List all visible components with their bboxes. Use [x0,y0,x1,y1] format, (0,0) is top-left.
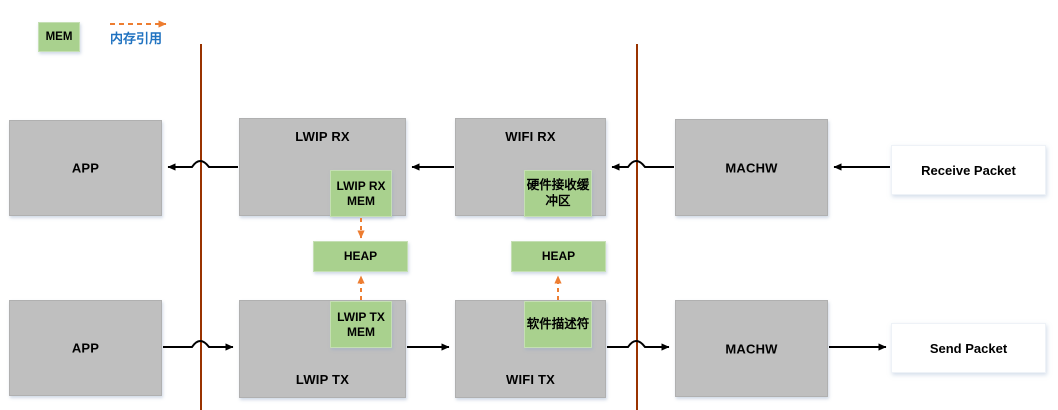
box-lwip-rx-mem-label: LWIP RX MEM [336,178,386,208]
box-hw-rx-buffer-label: 硬件接收缓冲区 [526,177,590,208]
box-sw-descriptor: 软件描述符 [524,301,592,348]
box-app-tx: APP [9,300,162,396]
box-send-packet: Send Packet [891,323,1046,373]
box-wifi-tx-label: WIFI TX [505,372,556,387]
box-lwip-rx-mem: LWIP RX MEM [330,170,392,217]
arrow-machw-to-wifirx [611,160,674,171]
box-app-rx-label: APP [71,160,100,176]
box-hw-rx-buffer: 硬件接收缓冲区 [524,170,592,217]
box-app-tx-label: APP [71,340,100,356]
box-machw-rx: MACHW [675,119,828,216]
arrow-wifitx-to-machw [607,340,670,351]
box-machw-rx-label: MACHW [725,160,778,175]
box-machw-tx: MACHW [675,300,828,397]
box-heap-right: HEAP [511,241,606,272]
box-heap-left-label: HEAP [343,249,378,263]
box-receive-packet: Receive Packet [891,145,1046,195]
box-heap-left: HEAP [313,241,408,272]
legend-mem-box: MEM [38,22,80,52]
divider-line-left [200,44,202,410]
box-sw-descriptor-label: 软件描述符 [526,316,590,331]
legend-arrow-label: 内存引用 [110,31,163,46]
divider-line-right [636,44,638,410]
box-lwip-tx-mem-label: LWIP TX MEM [337,309,385,339]
box-lwip-rx: LWIP RX [239,118,406,216]
arrow-lwiprx-to-app [167,160,238,171]
box-wifi-rx-label: WIFI RX [505,129,556,144]
arrow-app-to-lwiptx [163,340,234,351]
legend-mem-label: MEM [45,31,73,43]
box-send-packet-label: Send Packet [929,340,1008,356]
box-lwip-tx-mem: LWIP TX MEM [330,301,392,348]
box-app-rx: APP [9,120,162,216]
box-receive-packet-label: Receive Packet [921,162,1016,178]
box-machw-tx-label: MACHW [725,341,778,356]
box-lwip-tx: LWIP TX [239,300,406,398]
box-heap-right-label: HEAP [541,249,576,263]
box-lwip-tx-label: LWIP TX [295,372,350,387]
box-lwip-rx-label: LWIP RX [295,129,350,144]
